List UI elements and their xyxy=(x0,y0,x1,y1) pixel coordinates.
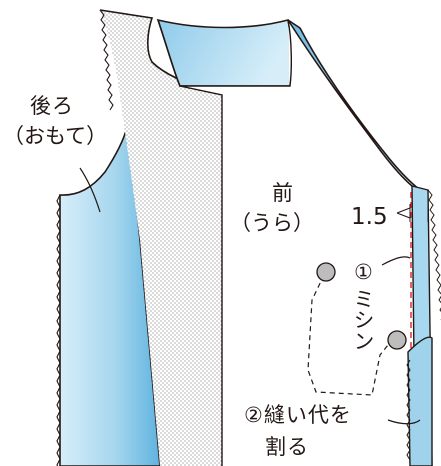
measure-tick-left xyxy=(396,207,411,214)
pressed-zigzag xyxy=(406,359,411,461)
measure-value: 1.5 xyxy=(351,204,388,230)
pocket-dashed-outline xyxy=(307,274,393,396)
front-body-inside xyxy=(180,20,412,466)
front-outline xyxy=(157,19,293,466)
step1-label: ミシン xyxy=(351,288,376,351)
front-neck-facing xyxy=(156,18,293,87)
back-label-line1: 後ろ xyxy=(30,94,74,118)
button-top xyxy=(316,262,336,282)
back-zigzag-edge xyxy=(56,194,61,466)
step1-number: ① xyxy=(354,260,374,284)
leader-line-back xyxy=(79,167,101,213)
leader-line-stitch xyxy=(381,256,411,266)
step2-label-line2: 割る xyxy=(265,435,309,459)
back-seam-allowance xyxy=(100,10,222,466)
measure-tick-right xyxy=(396,212,411,219)
back-shoulder-zigzag xyxy=(99,9,114,111)
back-label-line2: （おもて） xyxy=(3,124,108,148)
front-side-zigzag xyxy=(427,189,441,320)
front-label-line1: 前 xyxy=(272,181,294,205)
step2-label-line1: ②縫い代を xyxy=(244,403,352,427)
pressed-open-allowance xyxy=(407,336,433,466)
leader-line-press xyxy=(387,419,421,425)
front-label-line2: （うら） xyxy=(230,211,314,235)
button-bottom xyxy=(387,330,407,350)
